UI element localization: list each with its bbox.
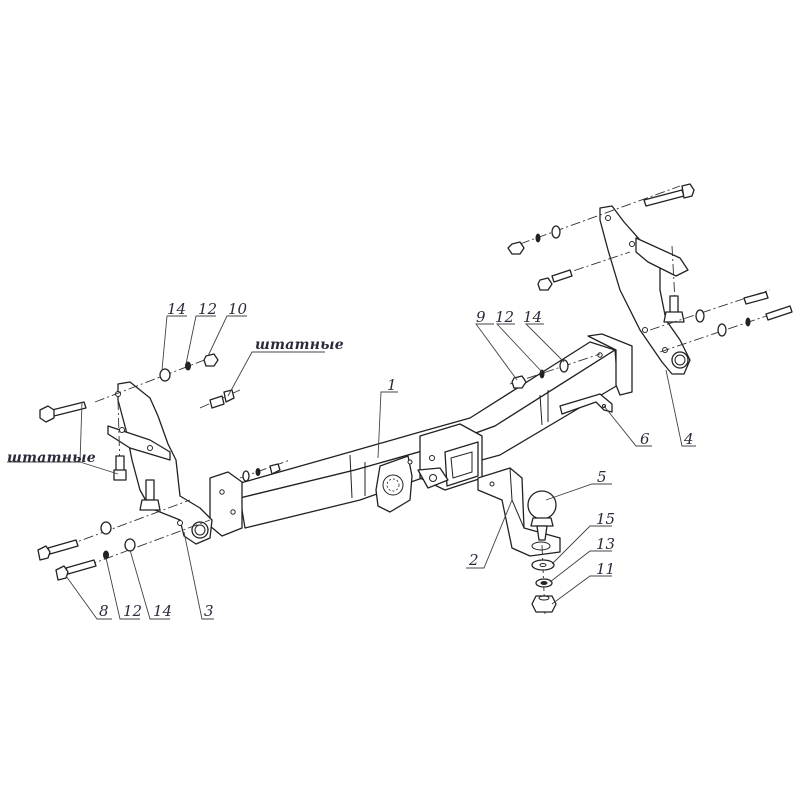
callout-label-14: 14: [167, 300, 187, 318]
receiver-tube: [417, 423, 483, 491]
leader-lines: [7, 315, 696, 620]
callout-label-12: 12: [495, 308, 515, 326]
right-bracket-part-4: [599, 205, 691, 375]
callout-label-3: 3: [204, 602, 214, 620]
callout-label-12: 12: [198, 300, 218, 318]
callout-label-13: 13: [596, 535, 616, 553]
ball-fasteners: [531, 544, 557, 616]
callout-label-14: 14: [523, 308, 543, 326]
callout-label-9: 9: [476, 308, 486, 326]
socket-mounting-plate: [375, 455, 413, 513]
left-fasteners: [37, 353, 291, 581]
tow-ball-part-5: [527, 490, 557, 541]
callout-label-5: 5: [597, 468, 607, 486]
callout-label-1: 1: [387, 376, 397, 394]
callout-label-4: 4: [684, 430, 694, 448]
callout-label-8: 8: [99, 602, 109, 620]
note-standard-fasteners: штатные: [7, 450, 96, 466]
crossbar-part-1: [209, 333, 633, 537]
callout-label-14: 14: [153, 602, 173, 620]
right-fasteners: [507, 183, 793, 389]
callout-label-2: 2: [469, 551, 479, 569]
callout-label-6: 6: [640, 430, 650, 448]
callout-label-11: 11: [596, 560, 616, 578]
note-standard-fasteners: штатные: [255, 337, 344, 353]
callout-label-10: 10: [228, 300, 248, 318]
callout-label-15: 15: [596, 510, 616, 528]
callout-label-12: 12: [123, 602, 143, 620]
